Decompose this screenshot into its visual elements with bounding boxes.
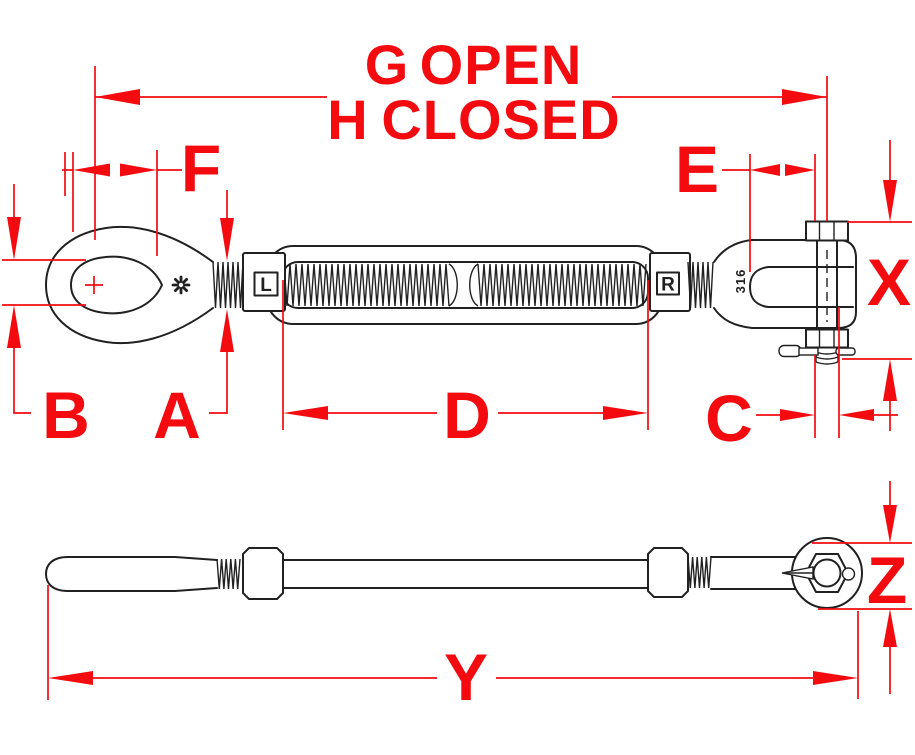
leader-line	[209, 350, 228, 414]
jaw-material-stamp: 316	[733, 269, 748, 294]
right-thread-mark-box	[656, 271, 680, 296]
dim-label-x: X	[867, 245, 911, 319]
left-thread-mark: L	[260, 275, 272, 296]
dimension-e: E	[675, 132, 816, 272]
arrowhead	[48, 671, 93, 685]
jaw-end: 316	[713, 220, 857, 365]
dim-label-h: H	[327, 88, 368, 151]
inner-rod-right-end	[469, 263, 479, 307]
dim-label-g: G	[365, 33, 410, 96]
dimension-y: Y	[47, 585, 859, 714]
arrowhead	[73, 163, 110, 177]
dimension-x: X	[842, 140, 912, 431]
left-thread-mark-box	[253, 271, 279, 297]
pin-thread-stub	[815, 347, 839, 365]
eye-end	[45, 225, 247, 345]
dim-label-b: B	[42, 378, 90, 452]
right-thread-mark: R	[661, 275, 675, 296]
dimension-b: B	[2, 184, 90, 452]
arrowhead	[883, 359, 897, 401]
sunburst-mark-icon	[171, 275, 191, 295]
center-cross-icon	[85, 276, 103, 294]
lower-view-swage-stud	[45, 537, 863, 609]
cotter-pin	[778, 344, 856, 358]
dim-label-d: D	[443, 378, 491, 452]
arrowhead	[603, 406, 648, 420]
jaw-slot-outline	[749, 266, 854, 308]
arrowhead	[883, 609, 897, 647]
arrowhead	[7, 217, 21, 260]
right-stud-threads	[687, 261, 714, 309]
left-stud-threads	[212, 261, 247, 309]
right-collar-nut	[647, 547, 689, 598]
dimension-c: C	[705, 307, 898, 455]
inner-rod-left-end	[448, 263, 458, 307]
arrowhead	[750, 164, 780, 176]
arrowhead	[782, 89, 827, 105]
dimension-z: Z	[812, 481, 912, 694]
dim-label-e: E	[675, 132, 719, 206]
jaw-outer-outline	[713, 239, 857, 329]
dimension-g-open-h-closed: G OPEN H CLOSED	[94, 33, 828, 240]
leader-line	[13, 346, 31, 414]
dim-label-z: Z	[867, 543, 907, 617]
arrowhead	[7, 305, 21, 348]
swage-body-outline	[45, 556, 218, 592]
arrowhead	[220, 309, 234, 352]
dimension-d: D	[282, 280, 649, 452]
dim-label-f: F	[181, 131, 221, 205]
arrowhead	[883, 505, 897, 543]
arrowhead	[813, 671, 858, 685]
dim-label-open: OPEN	[420, 33, 583, 96]
pin-hex-nut	[805, 328, 849, 349]
inner-rod-right-threads	[477, 263, 647, 307]
arrowhead	[120, 163, 157, 177]
eye-cotter-pin	[781, 566, 856, 581]
dim-label-closed: CLOSED	[381, 88, 620, 151]
arrowhead	[883, 180, 897, 222]
stud-left-threads	[216, 558, 241, 590]
right-jam-nut	[649, 252, 691, 312]
arrowhead	[785, 164, 815, 176]
inner-rod-left-threads	[283, 263, 450, 307]
arrowhead	[95, 89, 140, 105]
dim-label-a: A	[153, 378, 201, 452]
eye-outer-outline	[45, 225, 214, 345]
eye-inner-outline	[70, 255, 163, 315]
turnbuckle-body: L R	[242, 245, 714, 325]
arrowhead	[780, 409, 815, 421]
arrowhead	[283, 406, 328, 420]
dim-label-y: Y	[444, 640, 488, 714]
upper-view-turnbuckle: L R 316	[45, 220, 857, 365]
left-collar-nut	[242, 547, 284, 600]
dim-label-c: C	[705, 381, 753, 455]
pin-bolt-head	[805, 220, 849, 242]
arrowhead	[220, 218, 234, 261]
dimension-a: A	[153, 190, 234, 452]
arrowhead	[839, 409, 874, 421]
stud-right-threads	[687, 556, 712, 589]
dimension-f: F	[62, 131, 221, 256]
